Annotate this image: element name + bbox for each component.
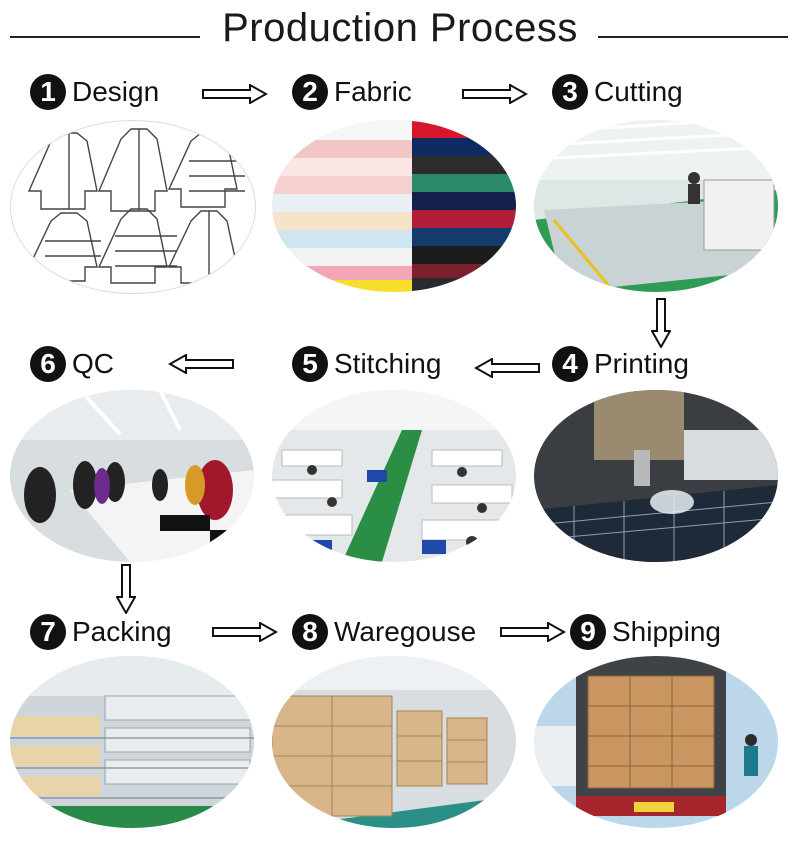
image-warehouse-carton-stacks [272, 656, 516, 828]
step-number-badge: 9 [570, 614, 606, 650]
step-number-badge: 7 [30, 614, 66, 650]
step-label: Design [72, 76, 160, 107]
step-number-badge: 3 [552, 74, 588, 110]
right-arrow-icon [462, 84, 528, 104]
right-arrow-icon [500, 622, 566, 642]
image-sewing-workshop-rows [272, 390, 516, 562]
step-number-badge: 4 [552, 346, 588, 382]
step-label: Printing [594, 348, 689, 379]
page-title: Production Process [222, 6, 578, 50]
right-arrow-icon [212, 622, 278, 642]
step-1-design: 1 Design [30, 72, 159, 112]
step-number-badge: 5 [292, 346, 328, 382]
step-number-badge: 8 [292, 614, 328, 650]
step-5-stitching: 5 Stitching [292, 344, 441, 384]
step-label: Packing [72, 616, 172, 647]
fabric-stack-image [272, 120, 516, 292]
title-divider-left [10, 36, 200, 38]
step-2-fabric: 2 Fabric [292, 72, 412, 112]
sewing-workshop-image [272, 390, 516, 562]
left-arrow-icon [474, 358, 540, 378]
qc-table-image [10, 390, 254, 562]
step-7-packing: 7 Packing [30, 612, 172, 652]
step-label: Waregouse [334, 616, 477, 647]
image-printing-machine-closeup [534, 390, 778, 562]
step-number-badge: 1 [30, 74, 66, 110]
image-packed-garments-racks [10, 656, 254, 828]
image-quality-check-table [10, 390, 254, 562]
packed-garments-image [10, 656, 254, 828]
image-stacked-fabric-rolls [272, 120, 516, 292]
step-4-printing: 4 Printing [552, 344, 689, 384]
warehouse-image [272, 656, 516, 828]
right-arrow-icon [202, 84, 268, 104]
image-cutting-workshop-tables [534, 120, 778, 292]
step-label: Fabric [334, 76, 412, 107]
cutting-workshop-image [534, 120, 778, 292]
image-container-truck-loading [534, 656, 778, 828]
down-arrow-icon [651, 298, 671, 348]
down-arrow-icon [116, 564, 136, 614]
image-sketches-of-jackets [10, 120, 256, 294]
step-label: Stitching [334, 348, 442, 379]
step-label: Cutting [594, 76, 683, 107]
step-label: Shipping [612, 616, 721, 647]
step-number-badge: 6 [30, 346, 66, 382]
title-divider-right [598, 36, 788, 38]
step-8-waregouse: 8 Waregouse [292, 612, 476, 652]
step-number-badge: 2 [292, 74, 328, 110]
left-arrow-icon [168, 354, 234, 374]
step-9-shipping: 9 Shipping [570, 612, 721, 652]
step-3-cutting: 3 Cutting [552, 72, 683, 112]
container-truck-image [534, 656, 778, 828]
jacket-sketch-image [27, 128, 245, 284]
step-6-qc: 6 QC [30, 344, 114, 384]
step-label: QC [72, 348, 114, 379]
printing-machine-image [534, 390, 778, 562]
